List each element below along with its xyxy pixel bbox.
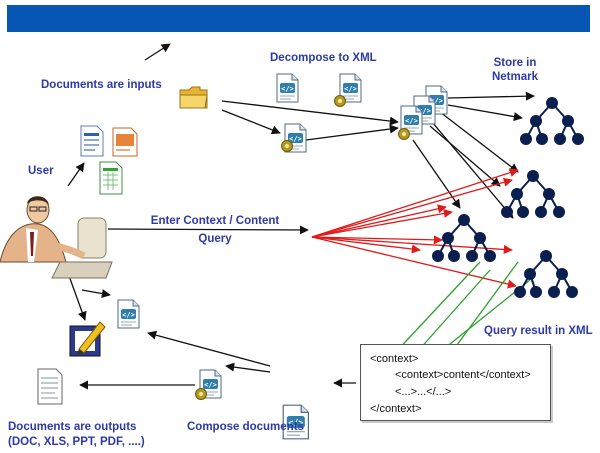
query-arrow-6: [311, 236, 513, 255]
edit-document-icon: [69, 321, 106, 357]
tree-icon: [513, 249, 579, 299]
arrow-edit-to-xml: [81, 289, 111, 299]
powerpoint-doc-icon: [112, 127, 138, 157]
user-at-computer-icon: [0, 196, 113, 279]
xml-result-box: <context> <context>content</context> <..…: [360, 344, 551, 421]
arrow-query: [107, 225, 309, 235]
query-arrow-3: [311, 204, 447, 238]
query-arrow-2: [311, 177, 513, 238]
xml-doc-icon: [195, 369, 222, 400]
tree-icon: [519, 96, 585, 146]
query-label-line1: Enter Context / Content: [150, 215, 280, 227]
arrow-compose-to-xml: [225, 362, 271, 373]
store-label-line2: Netmark: [491, 71, 539, 83]
tree-icon: [431, 213, 497, 263]
xml-line-4: </context>: [370, 403, 422, 415]
documents-inputs-label: Documents are inputs: [41, 79, 162, 91]
excel-doc-icon: [99, 161, 123, 195]
xml-doc-icon: [334, 73, 362, 107]
arrow-folder-to-xml: [221, 109, 281, 135]
query-arrow-4: [311, 208, 453, 238]
arrow-top: [144, 43, 171, 61]
xml-line-1: <context>: [370, 353, 419, 365]
store-label-line1: Store in: [493, 57, 537, 69]
arrow-user-to-docs: [67, 162, 85, 187]
xml-line-3: <...>...</...>: [395, 386, 452, 398]
arrow-compose-to-leftxml: [147, 330, 271, 367]
folder-icon: [179, 86, 208, 109]
compose-label: Compose documents: [187, 421, 304, 433]
arrow-store-4: [429, 125, 501, 187]
result-arrow-3: [393, 261, 481, 355]
header-bar: [7, 5, 590, 32]
arrow-xml-to-stack: [305, 124, 399, 141]
query-arrow-8: [311, 236, 421, 254]
user-label: User: [28, 165, 54, 177]
query-result-label: Query result in XML: [484, 325, 593, 337]
outputs-label-line2: (DOC, XLS, PPT, PDF, ....): [8, 436, 145, 448]
query-label-line2: Query: [198, 233, 232, 245]
xml-doc-icon: [276, 73, 299, 103]
query-arrow-5: [311, 235, 443, 245]
decompose-xml-label: Decompose to XML: [270, 52, 377, 64]
arrow-store-6: [412, 139, 461, 209]
arrow-store-3: [439, 111, 519, 173]
query-arrow-1: [311, 168, 519, 238]
word-doc-icon: [80, 125, 104, 157]
arrow-store-1: [447, 91, 535, 101]
arrow-store-5: [431, 121, 514, 219]
tree-icon: [500, 169, 566, 219]
query-arrow-7: [311, 236, 517, 289]
arrow-store-2: [447, 104, 523, 122]
output-document-icon: [37, 368, 63, 405]
arrow-folder-to-stack: [221, 100, 399, 126]
outputs-label-line1: Documents are outputs: [8, 421, 137, 433]
xml-doc-icon: [117, 299, 140, 329]
xml-doc-icon: [281, 123, 307, 153]
xml-line-2: <context>content</context>: [395, 369, 531, 381]
